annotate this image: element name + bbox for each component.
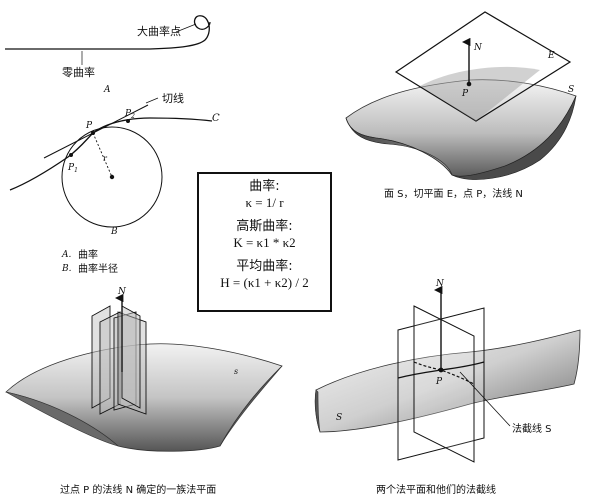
label-big-curvature: 大曲率点	[137, 24, 181, 38]
caption-panel-b: 面 S，切平面 E，点 P，法线 N	[384, 189, 523, 200]
normal-plane-2	[99, 311, 121, 415]
normal-plane-3	[113, 311, 137, 411]
label-tangent: 切线	[162, 91, 184, 105]
panel-b: N E P S	[345, 11, 577, 180]
label-p: P	[85, 121, 93, 131]
point-p1	[69, 153, 73, 157]
normal-plane-4	[117, 311, 147, 415]
label-e: E	[547, 51, 555, 61]
curve-c	[9, 117, 213, 191]
normal-plane-1	[91, 305, 111, 409]
label-a-letter: A	[103, 85, 111, 95]
point-p	[91, 131, 95, 135]
curvature-title: 曲率:	[249, 179, 280, 194]
label-p-d: P	[435, 377, 443, 387]
panel-a: 大曲率点 零曲率 A 切线 C P P1 P2 r B A. 曲率 B. 曲率半…	[5, 15, 220, 275]
legend-a-key: A.	[61, 250, 71, 260]
surface-right-edge	[451, 95, 577, 180]
legend-b-key: B.	[61, 264, 72, 274]
surface-d	[314, 329, 581, 433]
label-b-letter: B	[110, 227, 118, 237]
surface-d-front-edge	[314, 389, 321, 433]
normal-plane-5	[121, 305, 141, 409]
gaussian-curvature-formula: K = κ1 * κ2	[233, 235, 296, 250]
circle-center-dot	[109, 174, 115, 180]
label-p1: P1	[67, 163, 78, 174]
panel-c: N s	[5, 287, 283, 452]
label-c: C	[212, 113, 220, 124]
label-r: r	[103, 154, 108, 163]
label-s-c: s	[234, 367, 238, 376]
label-p2: P2	[124, 109, 135, 120]
label-p-b: P	[461, 89, 469, 99]
normal-plane-d2	[413, 305, 475, 463]
label-section: 法截线 S	[512, 422, 552, 435]
label-zero-curvature: 零曲率	[62, 65, 95, 79]
gaussian-curvature-title: 高斯曲率:	[236, 219, 293, 234]
caption-panel-c: 过点 P 的法线 N 确定的一族法平面	[60, 485, 217, 496]
label-s-d: S	[336, 413, 342, 423]
point-p-b	[466, 81, 472, 87]
legend-b-text: 曲率半径	[78, 262, 118, 275]
label-n-b: N	[473, 43, 483, 53]
legend-a-text: 曲率	[78, 248, 98, 261]
surface-c-under-right	[219, 365, 283, 447]
label-n-d: N	[435, 279, 445, 289]
osculating-circle	[61, 126, 163, 228]
normal-planes-family	[91, 305, 147, 415]
zero-to-high-curvature-curve	[5, 15, 211, 50]
tangent-plane-shadow	[420, 66, 540, 121]
label-n-c: N	[117, 287, 127, 297]
surface-s-edge	[345, 117, 453, 176]
point-p-d	[438, 367, 444, 373]
leader-big-curvature	[175, 23, 197, 33]
formula-box: 曲率: κ = 1/ r 高斯曲率: K = κ1 * κ2 平均曲率: H =…	[197, 172, 332, 312]
point-p2	[126, 119, 130, 123]
surface-c-under	[5, 391, 119, 447]
tangent-plane-e	[394, 11, 572, 122]
leader-tangent	[145, 97, 159, 104]
mean-curvature-formula: H = (κ1 + κ2) / 2	[220, 275, 309, 290]
label-s-b: S	[568, 85, 574, 95]
caption-panel-d: 两个法平面和他们的法截线	[376, 485, 496, 496]
mean-curvature-title: 平均曲率:	[236, 259, 293, 274]
normal-plane-d1	[397, 307, 485, 461]
panel-d: N P S 法截线 S	[314, 279, 581, 463]
curvature-formula: κ = 1/ r	[245, 195, 284, 210]
leader-section	[459, 371, 511, 427]
